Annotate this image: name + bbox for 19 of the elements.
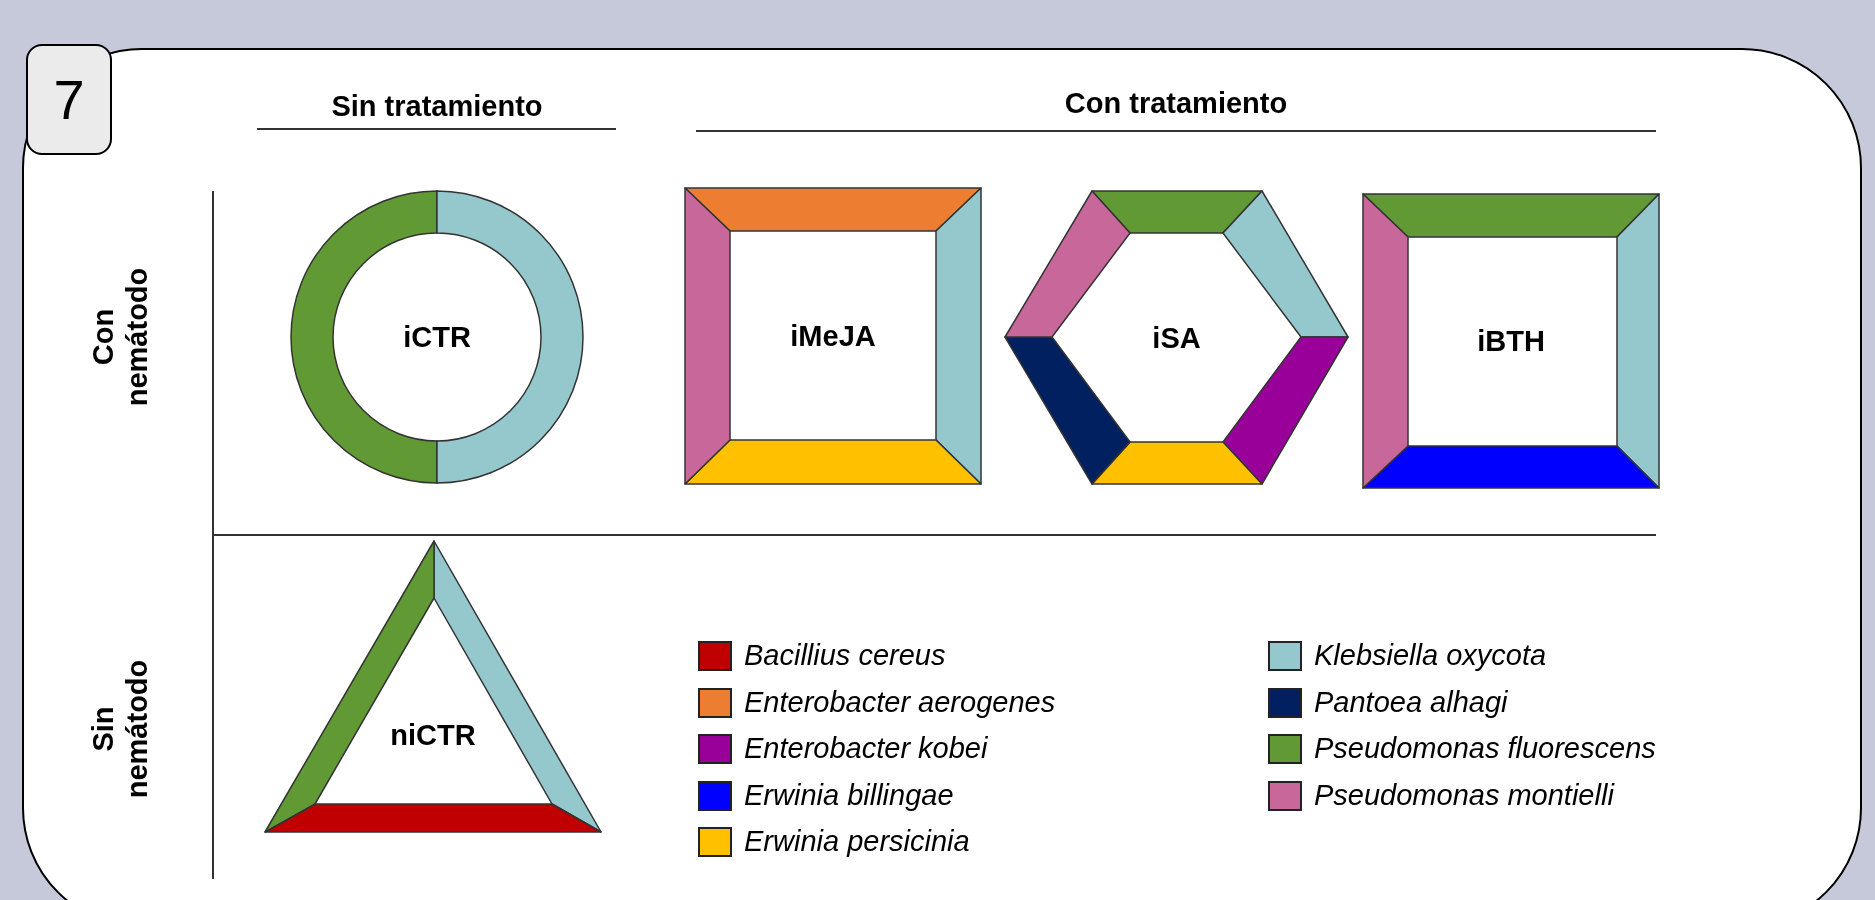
shape-label: iCTR bbox=[403, 320, 471, 354]
column-heading: Sin tratamiento bbox=[331, 89, 543, 123]
legend-label: Enterobacter kobei bbox=[744, 731, 988, 765]
number-badge: 7 bbox=[26, 44, 112, 155]
legend-label: Erwinia billingae bbox=[744, 777, 954, 812]
shape-label: iBTH bbox=[1477, 324, 1545, 358]
legend-label: Klebsiella oxycota bbox=[1314, 638, 1547, 672]
row-heading: Con nemátodo bbox=[86, 266, 154, 409]
legend-label: Bacillius cereus bbox=[744, 638, 946, 672]
shape-label: iSA bbox=[1152, 320, 1201, 355]
row-heading: Sin nemátodo bbox=[86, 658, 154, 801]
shape-label: iMeJA bbox=[790, 319, 876, 353]
shape-label: niCTR bbox=[390, 718, 476, 752]
legend-label: Pseudomonas montielli bbox=[1314, 777, 1614, 812]
legend-label: Erwinia persicinia bbox=[744, 824, 970, 858]
legend-label: Pseudomonas fluorescens bbox=[1314, 731, 1656, 765]
legend-label: Pantoea alhagi bbox=[1314, 684, 1508, 719]
legend-label: Enterobacter aerogenes bbox=[744, 684, 1056, 719]
column-heading: Con tratamiento bbox=[1064, 86, 1288, 120]
